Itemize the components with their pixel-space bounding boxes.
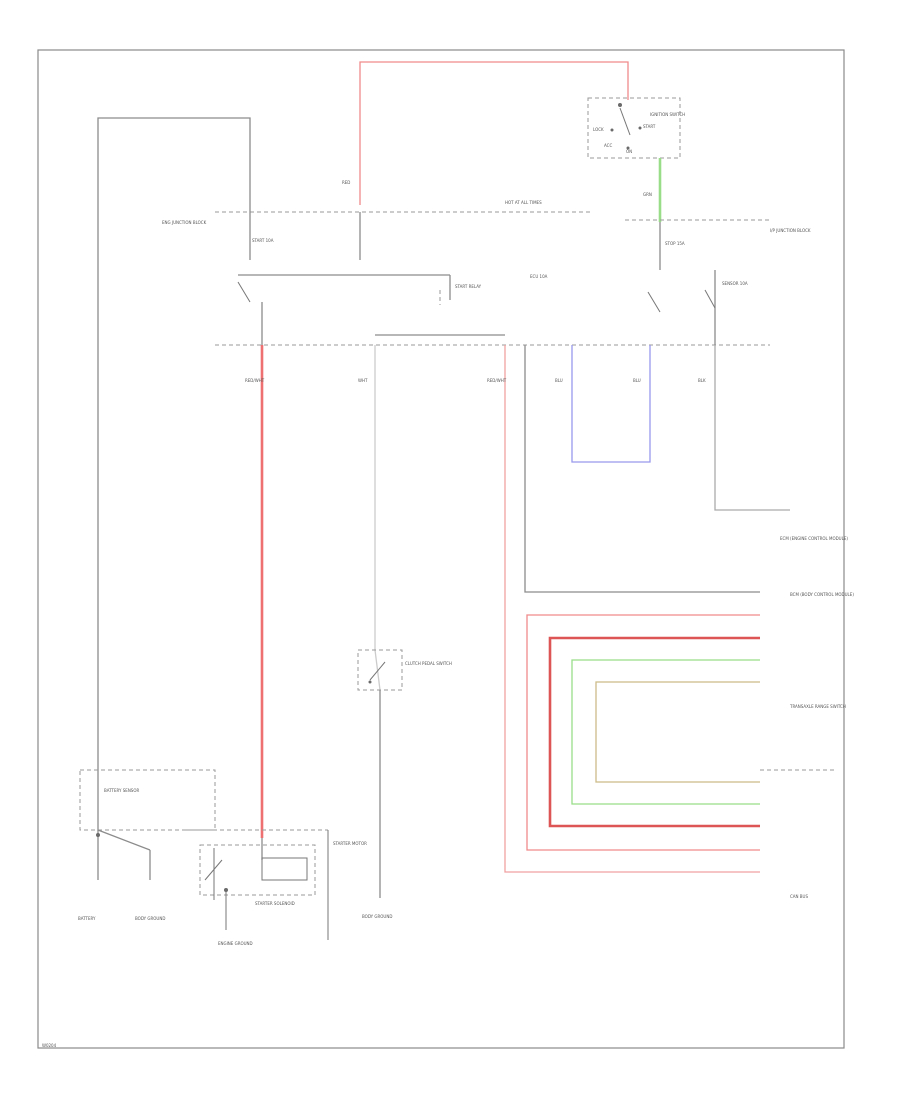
wire-label-blk-ecm: BLK: [698, 378, 706, 383]
start-relay-label: START RELAY: [455, 284, 482, 289]
wire-bundle-darkred: [548, 636, 760, 828]
wire-bundle-green: [571, 659, 760, 805]
start-fuse-label: START 10A: [252, 238, 274, 243]
wire-loop-blue: [571, 345, 651, 463]
wire-label-blu-1: BLU: [555, 378, 563, 383]
wire-ign-feed-red: [359, 61, 629, 205]
diagram-frame: [37, 49, 845, 1049]
ecm-label: ECM (ENGINE CONTROL MODULE): [780, 536, 848, 541]
wire-label-grn-ign: GRN: [643, 192, 652, 197]
wire-bundle-yellow: [595, 681, 760, 783]
ground-2-label: ENGINE GROUND: [218, 941, 253, 946]
clutch-switch: CLUTCH PEDAL SWITCH BODY GROUND: [357, 649, 452, 919]
stop-fuse-label: STOP 15A: [665, 241, 685, 246]
wire-label-wht-clutch: WHT: [358, 378, 368, 383]
wire-clutch-white: [374, 345, 381, 691]
clutch-switch-label: CLUTCH PEDAL SWITCH: [405, 661, 452, 666]
engine-junction-block-label: ENG JUNCTION BLOCK: [162, 220, 207, 225]
tcm-label: TRANSAXLE RANGE SWITCH: [789, 704, 846, 709]
wire-center-red: [504, 345, 760, 873]
ignition-lock-label: LOCK: [593, 127, 604, 132]
battery-sensor: BATTERY SENSOR BATTERY BODY GROUND: [78, 769, 216, 921]
right-fuses: STOP 15A SENSOR 10A: [647, 222, 748, 345]
battery-label: BATTERY: [78, 916, 96, 921]
hot-at-all-times-label: HOT AT ALL TIMES: [505, 200, 542, 205]
bcm-label: BCM (BODY CONTROL MODULE): [790, 592, 854, 597]
ipm-module-label: I/P JUNCTION BLOCK: [770, 228, 811, 233]
ground-1-label: BODY GROUND: [135, 916, 165, 921]
ignition-acc-label: ACC: [604, 143, 612, 148]
starter-motor-label: STARTER MOTOR: [333, 841, 367, 846]
wire-ecm-grey: [714, 345, 790, 511]
starter-motor: STARTER MOTOR STARTER SOLENOID ENGINE GR…: [185, 829, 367, 946]
wire-label-red-starter: RED/WHT: [245, 378, 265, 383]
ignition-on-label: ON: [626, 149, 632, 154]
starter-solenoid-label: STARTER SOLENOID: [255, 901, 295, 906]
connector-bundle: BCM (BODY CONTROL MODULE) TRANSAXLE RANG…: [526, 592, 854, 899]
wire-bundle-red-1: [526, 614, 760, 851]
wire-bcm-black: [524, 345, 760, 593]
wire-label-redwht-center: RED/WHT: [487, 378, 507, 383]
ecu-fuse-label: ECU 10A: [530, 274, 548, 279]
theft-label: CAN BUS: [790, 894, 808, 899]
figure-id: W0204: [42, 1043, 57, 1048]
ignition-start-label: START: [643, 124, 656, 129]
ignition-switch: IGNITION SWITCH LOCK START ACC ON: [587, 97, 685, 159]
ground-3-label: BODY GROUND: [362, 914, 392, 919]
multi-fuse-label: SENSOR 10A: [722, 281, 748, 286]
start-relay: START 10A START RELAY: [237, 212, 482, 345]
wire-label-red-ign: RED: [342, 180, 350, 185]
wire-battery-sense-black: [97, 117, 251, 780]
wire-label-blu-2: BLU: [633, 378, 641, 383]
battery-sensor-label: BATTERY SENSOR: [104, 788, 139, 793]
ignition-switch-label: IGNITION SWITCH: [650, 112, 685, 117]
